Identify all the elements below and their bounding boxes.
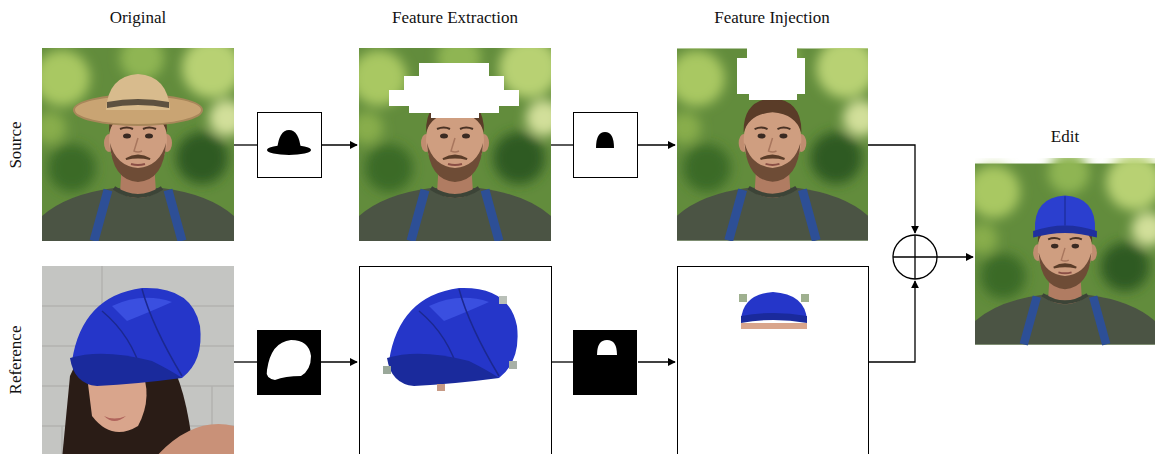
- reference-injection-photo-part: [678, 267, 869, 454]
- source-original-photo-part: [74, 74, 202, 125]
- source-hat-mask: [258, 113, 322, 178]
- reference-extraction-photo-part-part: [509, 361, 517, 369]
- reference-injection-mask: [573, 330, 637, 395]
- source-injection-photo-part: [737, 48, 805, 100]
- column-header: Original: [110, 8, 167, 28]
- reference-extraction-photo-part-part: [499, 296, 507, 304]
- source-injection-photo-part: [669, 37, 879, 241]
- flow-arrows-part: [234, 144, 257, 145]
- reference-cap-mask: [257, 330, 321, 395]
- flow-arrows-part: [868, 145, 915, 233]
- source-hat-mask-part: [277, 130, 301, 150]
- source-injection-photo: [669, 37, 879, 241]
- reference-original-photo-part: [42, 266, 234, 454]
- reference-injection-photo-part-part: [801, 294, 809, 302]
- flow-arrows-part: [638, 144, 675, 145]
- source-injection-photo-part: [677, 98, 868, 240]
- flow-arrows-part: [638, 361, 675, 362]
- combine-symbol: [893, 235, 937, 279]
- reference-original-photo: [42, 266, 234, 454]
- reference-extraction-photo-part: [360, 267, 552, 454]
- reference-injection-photo-part-part: [741, 313, 807, 323]
- source-original-photo: [34, 36, 245, 241]
- reference-cap-mask-part: [267, 340, 311, 380]
- flow-arrows-part: [551, 361, 573, 362]
- flow-arrows-part: [937, 256, 973, 257]
- reference-extraction-photo-part-part: [437, 384, 445, 391]
- reference-cap-mask-part: [257, 330, 321, 395]
- column-header: Feature Injection: [714, 8, 830, 28]
- edit-result-photo-part: [968, 152, 1155, 344]
- reference-extraction-photo-part-part: [383, 366, 391, 374]
- reference-injection-photo-part-part: [739, 294, 747, 302]
- reference-extraction-photo-part: [383, 288, 518, 391]
- reference-injection-mask-part: [597, 340, 617, 355]
- source-extraction-photo-part: [359, 98, 551, 241]
- reference-extraction-photo-part-part: [387, 354, 499, 386]
- reference-injection-photo: [678, 267, 869, 454]
- edit-result-photo-part: [1033, 195, 1097, 237]
- source-original-photo-part: [34, 36, 245, 241]
- source-injection-mask-part: [596, 132, 614, 148]
- source-extraction-photo: [351, 36, 562, 241]
- reference-injection-photo-part: [739, 292, 809, 329]
- flow-arrows-part: [321, 144, 357, 145]
- source-injection-mask: [574, 113, 638, 178]
- row-label: Reference: [6, 326, 26, 395]
- source-injection-mask-part: [574, 113, 638, 178]
- reference-extraction-photo-part-part: [429, 298, 489, 321]
- source-hat-mask-part: [258, 113, 322, 178]
- edit-result-photo: [968, 152, 1155, 344]
- row-label: Source: [6, 121, 26, 168]
- flow-arrows-part: [551, 144, 573, 145]
- column-header: Feature Extraction: [392, 8, 518, 28]
- combine-symbol-part: [893, 235, 937, 279]
- source-extraction-photo-part: [389, 63, 519, 118]
- reference-injection-mask-part: [573, 330, 637, 395]
- reference-injection-photo-part-part: [741, 323, 807, 329]
- source-extraction-photo-part: [351, 36, 562, 241]
- reference-extraction-photo: [360, 267, 552, 454]
- flow-arrows-part: [234, 361, 257, 362]
- flow-arrows-part: [321, 361, 357, 362]
- output-label: Edit: [1051, 127, 1079, 147]
- combine-symbol-part: [893, 235, 937, 279]
- flow-arrows: [234, 145, 973, 362]
- flow-arrows-part: [868, 281, 915, 362]
